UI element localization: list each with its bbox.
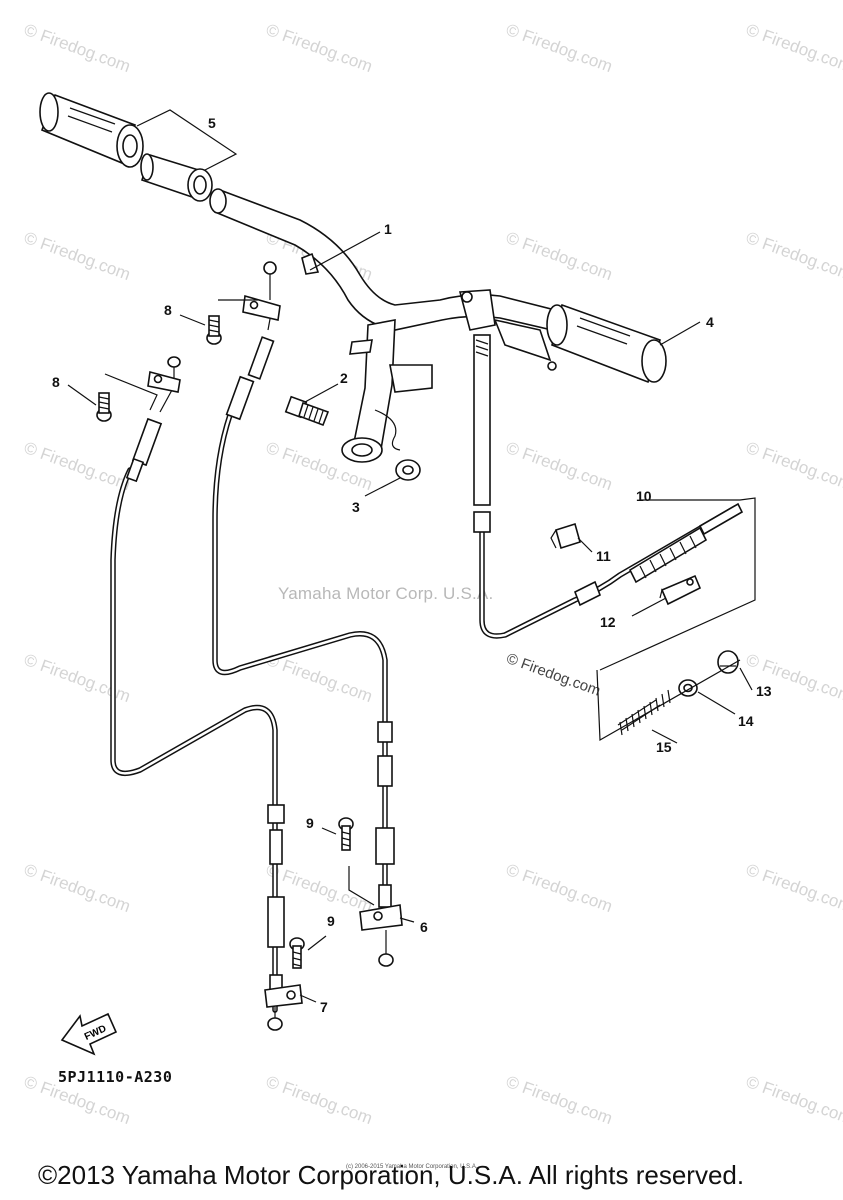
callout-2: 2 — [340, 370, 348, 386]
callout-11: 11 — [596, 548, 611, 564]
tiny-notice: (c) 2006-2015 Yamaha Motor Corporation, … — [346, 1164, 478, 1170]
nut[interactable] — [395, 459, 421, 481]
callout-3: 3 — [352, 499, 360, 515]
callout-5: 5 — [208, 115, 216, 131]
cable-throttle-2[interactable] — [212, 261, 395, 908]
bolt[interactable] — [284, 395, 330, 427]
cable-throttle-1[interactable] — [110, 356, 285, 1013]
callout-12: 12 — [600, 614, 616, 630]
bracket-7[interactable] — [264, 984, 303, 1031]
callout-9a: 9 — [306, 815, 314, 831]
diagram-code: 5PJ1110-A230 — [58, 1068, 173, 1086]
spring-15[interactable] — [617, 689, 671, 736]
brake-cable[interactable] — [473, 334, 744, 639]
adjuster-cap-13[interactable] — [717, 650, 739, 674]
leader-lines — [67, 109, 756, 1003]
callout-7: 7 — [320, 999, 328, 1015]
fwd-arrow-icon: FWD — [60, 1012, 118, 1056]
left-grip[interactable] — [39, 92, 213, 202]
screw-8-upper[interactable] — [206, 315, 222, 345]
cable-clip-11[interactable] — [550, 522, 581, 550]
screw-9-lower[interactable] — [289, 937, 305, 969]
callout-15: 15 — [656, 739, 672, 755]
callout-6: 6 — [420, 919, 428, 935]
callout-10: 10 — [636, 488, 652, 504]
handlebar[interactable] — [209, 188, 557, 463]
right-grip[interactable] — [546, 303, 667, 384]
bracket-6[interactable] — [359, 904, 403, 967]
callout-14: 14 — [738, 713, 754, 729]
callout-4: 4 — [706, 314, 714, 330]
callout-8b: 8 — [52, 374, 60, 390]
corp-watermark: Yamaha Motor Corp. U.S.A. — [278, 584, 494, 603]
callout-9b: 9 — [327, 913, 335, 929]
screw-9-upper[interactable] — [338, 817, 354, 851]
callout-numbers: 1 2 3 4 5 6 7 8 8 9 9 10 11 12 13 14 15 — [52, 115, 772, 1015]
cable-holder-12[interactable] — [659, 574, 702, 606]
callout-13: 13 — [756, 683, 772, 699]
callout-8a: 8 — [164, 302, 172, 318]
screw-8-lower[interactable] — [96, 392, 112, 422]
callout-1: 1 — [384, 221, 392, 237]
copyright-footer: ©2013 Yamaha Motor Corporation, U.S.A. A… — [38, 1160, 745, 1190]
